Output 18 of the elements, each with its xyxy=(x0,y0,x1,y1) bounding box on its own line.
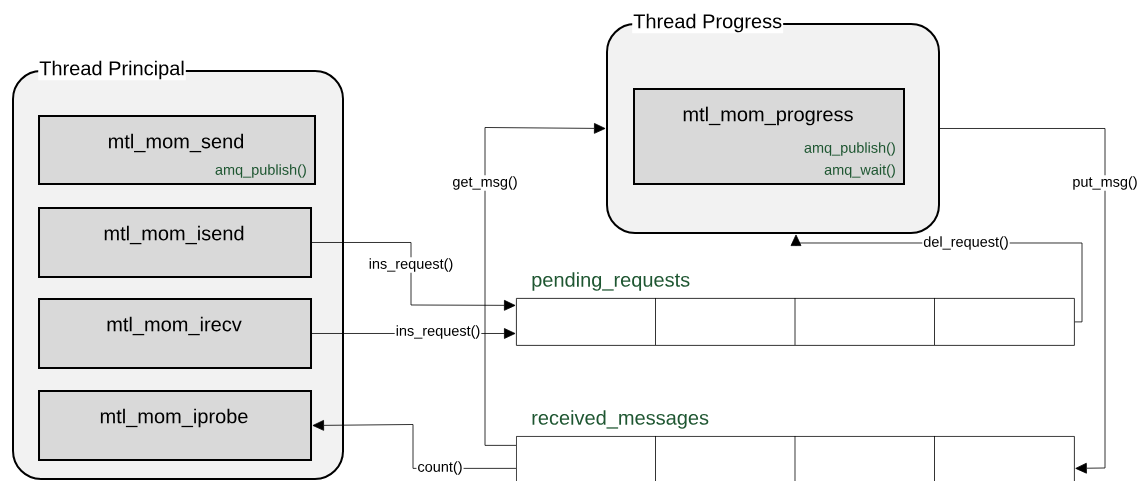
function-box: mtl_mom_isend xyxy=(38,207,312,278)
edge-label: get_msg() xyxy=(451,175,519,191)
function-box: mtl_mom_send amq_publish() xyxy=(38,115,316,185)
edge-label: count() xyxy=(416,460,464,476)
edge-label: put_msg() xyxy=(1071,175,1139,191)
edge-label: ins_request() xyxy=(367,257,455,273)
arrow xyxy=(939,128,1106,474)
edge-label: del_request() xyxy=(922,235,1010,251)
function-box: mtl_mom_iprobe xyxy=(38,390,312,461)
node-label: pending_requests xyxy=(532,272,690,291)
node-label: received_messages xyxy=(532,410,709,429)
queue-array: received_messages xyxy=(516,410,1075,481)
queue-array: pending_requests xyxy=(516,272,1075,346)
edge-label: ins_request() xyxy=(394,324,482,340)
arrow xyxy=(484,123,606,446)
function-box: mtl_mom_irecv xyxy=(38,298,312,369)
function-box: mtl_mom_progress amq_publish() amq_wait() xyxy=(633,88,905,185)
arrow xyxy=(311,242,516,311)
